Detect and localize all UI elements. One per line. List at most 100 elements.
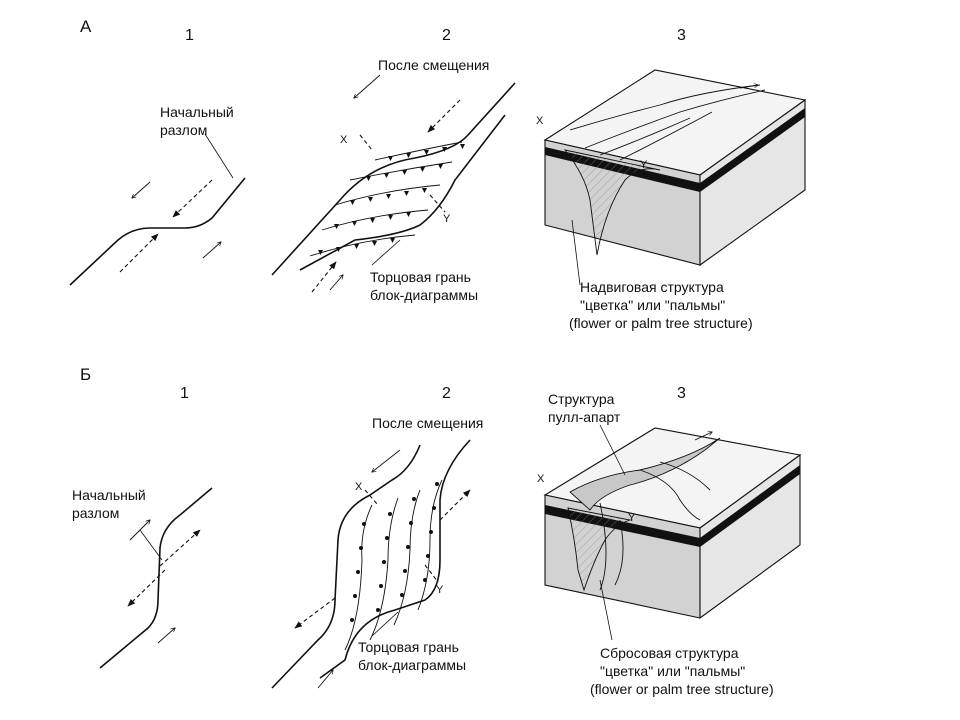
thrust-tooth — [406, 212, 411, 217]
panel-a-after-shift-sketch: После смещения X Y Торцовая грань блок-д… — [271, 57, 516, 303]
section-y-mark: Y — [443, 213, 451, 225]
block-y-mark: Y — [640, 159, 648, 171]
after-shift-arrow-lower-b — [317, 670, 333, 689]
after-shift-arrow-upper-b — [372, 449, 401, 472]
normal-fault-dot — [400, 593, 404, 597]
panel-a-initial-fault-sketch: Начальный разлом — [69, 104, 246, 286]
negative-flower-core — [567, 507, 632, 592]
block-y-mark-b: Y — [628, 512, 636, 524]
block-x-mark-b: X — [537, 473, 545, 485]
panel-a-col1-number: 1 — [185, 27, 194, 44]
section-line-x-b — [364, 489, 379, 506]
uplift-ridge-3 — [599, 117, 691, 156]
thrust-flower-label: Надвиговая структура "цветка" или "пальм… — [569, 279, 753, 331]
normal-fault-dot — [362, 522, 366, 526]
initial-fault-trace-b — [99, 487, 213, 669]
panel-b-col2-number: 2 — [442, 385, 451, 402]
thrust-tooth — [388, 156, 393, 161]
uplift-ridge-2 — [584, 89, 766, 149]
initial-fault-label: Начальный разлом — [160, 104, 238, 138]
normal-fault-dot — [435, 482, 439, 486]
normal-fault-dot — [356, 570, 360, 574]
thrust-tooth — [334, 224, 339, 229]
thrust-line-1 — [309, 234, 416, 257]
thrust-tooth — [352, 221, 357, 226]
compression-arrow-top — [427, 99, 461, 133]
panel-b-col1-number: 1 — [180, 385, 189, 402]
after-shift-label-b: После смещения — [372, 415, 483, 431]
thrust-tooth — [390, 238, 395, 243]
normal-fault-dot — [379, 584, 383, 588]
after-shift-label: После смещения — [378, 57, 489, 73]
uplift-ridge-1 — [569, 84, 761, 131]
extension-arrow-bottom — [294, 597, 336, 629]
normal-fault-dot — [426, 554, 430, 558]
fault-strand-left-b — [271, 444, 421, 689]
normal-fault-1 — [344, 504, 373, 651]
sinistral-arrow-right — [202, 242, 221, 259]
thrust-line-3 — [334, 184, 441, 206]
flower-core — [563, 149, 661, 256]
extension-arrow-out-upper — [159, 529, 201, 567]
panel-a: А 1 2 3 Начальный разлом После смещения — [69, 17, 807, 331]
thrust-tooth — [370, 218, 375, 223]
panel-a-col2-number: 2 — [442, 27, 451, 44]
section-line-y-b — [424, 564, 439, 583]
thrust-tooth — [384, 173, 389, 178]
section-y-mark-b: Y — [436, 584, 444, 596]
thrust-tooth — [354, 244, 359, 249]
normal-fault-dot — [359, 546, 363, 550]
thrust-tooth — [372, 241, 377, 246]
section-line-x — [359, 134, 373, 151]
thrust-tooth — [388, 215, 393, 220]
thrust-tooth — [420, 167, 425, 172]
pull-apart-basin — [569, 437, 721, 511]
panel-b-block-diagram: X Y Структура пулл-апарт Сбросовая струк… — [537, 391, 802, 697]
initial-fault-label-b: Начальный разлом — [72, 487, 150, 521]
normal-fault-dot — [382, 560, 386, 564]
thrust-tooth — [318, 250, 323, 255]
section-line-y — [429, 194, 446, 213]
panel-b-letter: Б — [80, 365, 91, 384]
normal-fault-b-1 — [599, 502, 607, 591]
fault-strand-right-b — [319, 439, 471, 679]
normal-fault-dot — [409, 521, 413, 525]
section-x-mark-b: X — [355, 481, 363, 493]
marker-bed-side-b — [700, 465, 800, 547]
section-x-mark: X — [340, 134, 348, 146]
thrust-line-5 — [374, 141, 463, 161]
panel-b: Б 1 2 3 Начальный разлом После смещения — [72, 365, 802, 697]
end-face-label-b: Торцовая грань блок-диаграммы — [358, 639, 466, 673]
thrust-line-4 — [349, 161, 453, 181]
panel-b-after-shift-sketch: После смещения X Y Торцовая грань блок-д… — [271, 415, 483, 689]
thrust-tooth — [460, 144, 465, 149]
panel-b-col3-number: 3 — [677, 385, 686, 402]
panel-b-initial-fault-sketch: Начальный разлом — [72, 487, 213, 669]
thrust-tooth — [442, 147, 447, 152]
block-x-mark: X — [536, 115, 544, 127]
initial-fault-trace — [69, 177, 246, 286]
after-shift-arrow-lower — [329, 275, 343, 291]
normal-fault-dot — [432, 506, 436, 510]
thrust-tooth — [368, 197, 373, 202]
thrust-tooth — [424, 150, 429, 155]
structure-pointer — [571, 219, 581, 286]
pull-apart-label: Структура пулл-апарт — [548, 391, 621, 425]
normal-fault-4 — [417, 479, 443, 611]
panel-a-col3-number: 3 — [677, 27, 686, 44]
normal-flower-label: Сбросовая структура "цветка" или "пальмы… — [590, 645, 774, 697]
transtension-line-1 — [639, 469, 701, 521]
normal-fault-3 — [393, 489, 421, 626]
thrust-tooth — [336, 247, 341, 252]
transtension-line-2 — [659, 461, 711, 491]
initial-fault-pointer — [204, 133, 234, 179]
thrust-line-2 — [321, 209, 429, 231]
hanging-wall-dots — [350, 482, 439, 622]
normal-fault-dot — [350, 618, 354, 622]
extension-arrow-top — [439, 489, 471, 521]
extension-arrow-out-lower — [127, 569, 166, 607]
block-slip-arrow-b — [694, 432, 712, 441]
normal-fault-dot — [423, 578, 427, 582]
pull-apart-pointer — [599, 424, 626, 476]
